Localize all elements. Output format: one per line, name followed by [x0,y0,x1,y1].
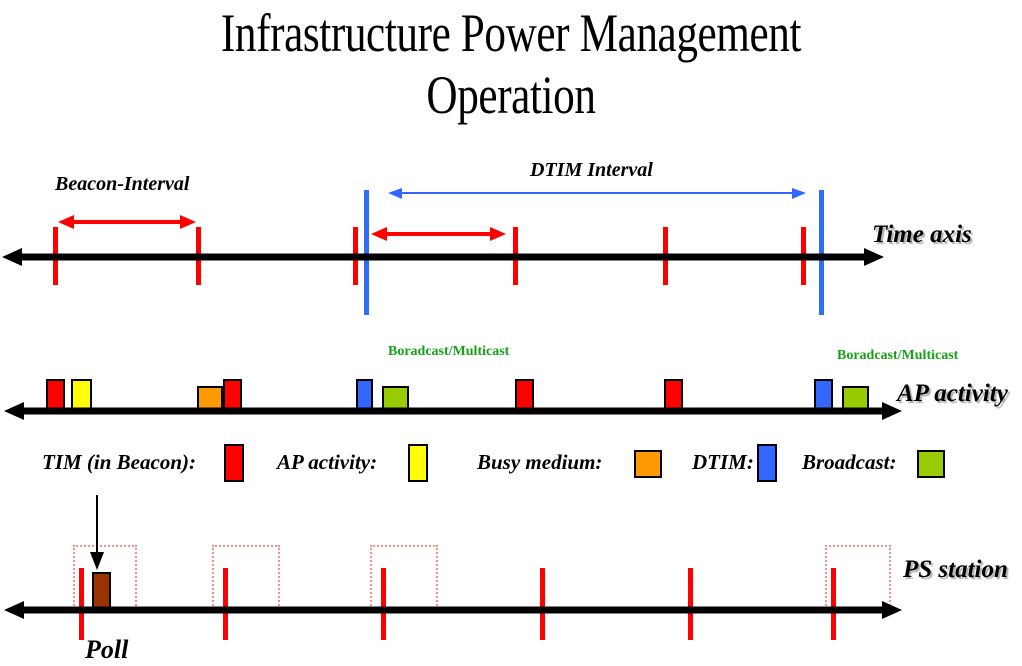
broadcast-multicast-annotation: Boradcast/Multicast [388,344,510,359]
ps-tick [223,568,228,640]
dtim-interval-label: DTIM Interval [530,159,653,181]
poll-label: Poll [85,635,129,664]
ap-block-dtim [356,379,373,411]
beacon-tick [801,227,806,285]
legend-label-broadcast: Broadcast: [802,450,897,474]
ps-tick [540,568,545,640]
beacon-tick [196,227,201,285]
ps-tick [79,568,84,640]
dtim-marker-line [819,190,824,315]
ps-tick [688,568,693,640]
legend-swatch-ap-activity [408,444,428,482]
beacon-tick [353,227,358,285]
dtim-marker-line [364,190,369,315]
beacon-tick [513,227,518,285]
ap-block-dtim [814,379,833,411]
ap-block-tim [664,379,683,411]
page-title: Infrastructure Power Management Operatio… [220,3,802,125]
legend-label-tim: TIM (in Beacon): [42,450,196,474]
beacon-tick [53,227,58,285]
legend-swatch-dtim [757,444,777,482]
ps-tick [381,568,386,640]
ps-tick [831,568,836,640]
ap-block-tim [46,379,65,411]
legend-swatch-busy-medium [634,450,662,478]
beacon-tick [663,227,668,285]
ps-station-label: PS station [903,556,1008,583]
legend-swatch-tim [224,444,244,482]
ap-block-broadcast [382,386,409,411]
ap-block-tim [223,379,242,411]
ps-poll-block [92,572,111,610]
ap-block-broadcast [842,386,869,411]
legend-label-ap-activity: AP activity: [277,450,378,474]
time-axis-label: Time axis [872,221,972,248]
broadcast-multicast-annotation: Boradcast/Multicast [837,348,959,363]
legend-swatch-broadcast [917,450,945,478]
legend-label-dtim: DTIM: [692,450,754,474]
ap-block-busy [197,386,223,411]
ap-block-activity [71,379,92,411]
ap-block-tim [515,379,534,411]
legend-label-busy-medium: Busy medium: [477,450,603,474]
ap-activity-label: AP activity [897,380,1008,407]
beacon-interval-label: Beacon-Interval [55,173,190,195]
